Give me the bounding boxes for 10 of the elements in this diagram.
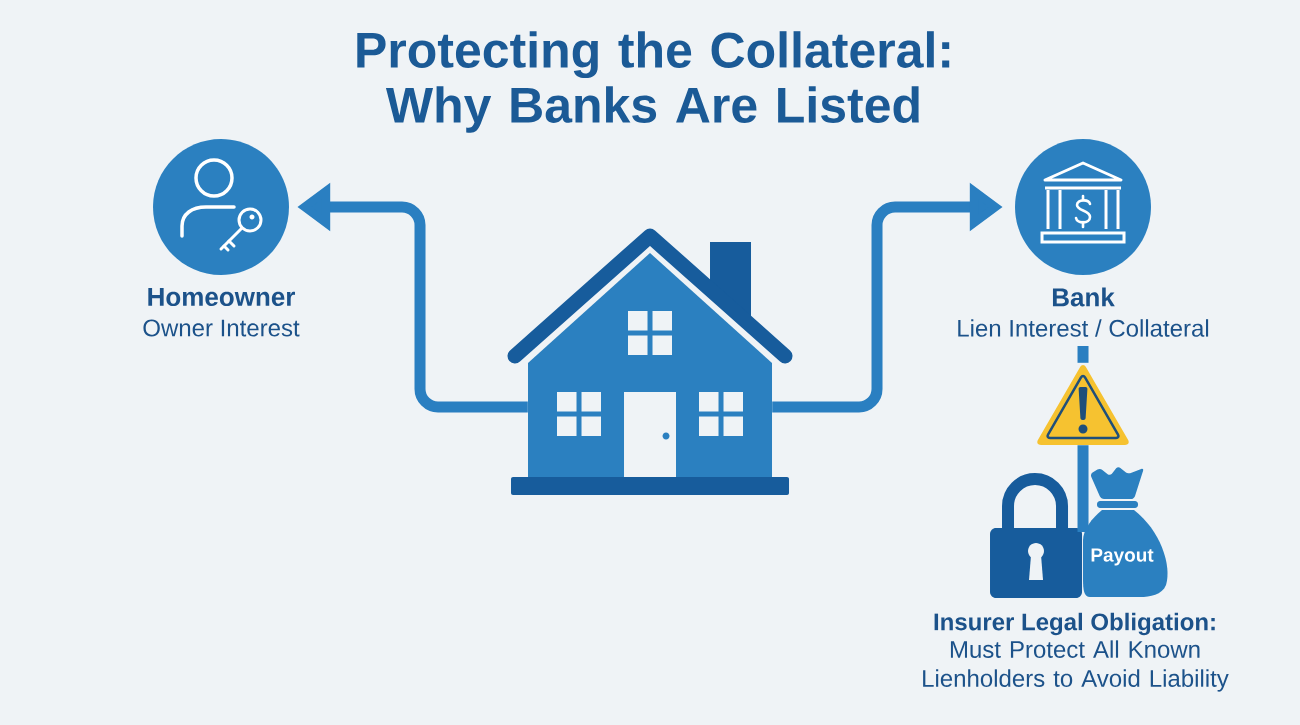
warning-icon (1037, 365, 1129, 445)
connector-line (1077, 346, 1089, 363)
node-title: Bank (1052, 287, 1115, 307)
house-picture (507, 228, 793, 495)
node-subtitle: Lien Interest / Collateral (958, 319, 1209, 337)
note-text: Must Protect All Known Lienholders to Avoid Liability (923, 640, 1229, 692)
node-title: Homeowner (148, 287, 295, 307)
title: Protecting the Collateral: Why Banks Are Listed (357, 31, 950, 133)
node-subtitle: Owner Interest (143, 319, 300, 337)
connector-line (1077, 445, 1089, 532)
